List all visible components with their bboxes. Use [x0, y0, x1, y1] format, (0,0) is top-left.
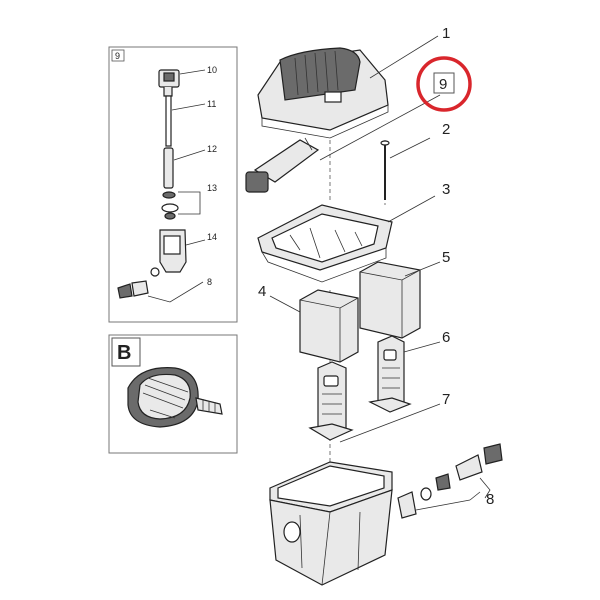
inset-pump-tag-box: [111, 337, 141, 367]
callout-14: 14: [207, 232, 217, 242]
inset-pump: B: [108, 334, 238, 454]
red-highlight-circle: [416, 56, 472, 112]
quartz-tube-part: [165, 95, 172, 147]
callout-9: 9: [439, 76, 447, 93]
callout-4: 4: [258, 283, 266, 300]
part-2-pin: [380, 140, 390, 200]
callout-12: 12: [207, 144, 217, 154]
base-box: [269, 461, 393, 586]
inset-pump-tag-label: B: [117, 342, 131, 364]
o-ring-part: [162, 191, 176, 199]
lid-indicator: [324, 91, 342, 103]
callout-1: 1: [442, 25, 450, 42]
uv-bulb-part: [163, 147, 174, 189]
inset-frame: [108, 46, 238, 323]
pump-grille-part: [137, 373, 191, 420]
inset-uv-clarifier-detail: 9 10 11 12 13 14 8: [108, 46, 238, 323]
callout-3: 3: [442, 181, 450, 198]
part-5-sponge: [359, 261, 421, 339]
inset-tag-box: [111, 49, 125, 62]
part-4-sponge: [299, 289, 359, 363]
callout-9-highlight: 9: [416, 56, 472, 112]
uv-cap-detail: [163, 72, 175, 82]
seal-ring-part: [164, 212, 176, 220]
callout-11: 11: [207, 99, 216, 109]
uv-cap-stem: [163, 87, 173, 97]
callout-9-box: [433, 72, 455, 94]
callout-13: 13: [207, 183, 217, 193]
part-1-lid: [257, 47, 389, 139]
callout-8: 8: [486, 491, 494, 508]
inset-pump-frame: [108, 334, 238, 454]
callout-inset-8: 8: [207, 277, 212, 287]
part-6-holder: [368, 335, 412, 413]
part-7-holder: [308, 361, 354, 441]
callout-2: 2: [442, 121, 450, 138]
callout-5: 5: [442, 249, 450, 266]
callout-6: 6: [442, 329, 450, 346]
inset-ring-part: [150, 267, 160, 277]
washer-part: [161, 203, 179, 213]
hose-tail-part: [117, 283, 133, 299]
hose-nut-part: [131, 280, 149, 297]
inset-tag-label: 9: [115, 51, 120, 61]
part-9-uv-unit: [245, 137, 320, 193]
part-8-connectors: [397, 443, 503, 519]
callout-7: 7: [442, 391, 450, 408]
uv-housing-window: [163, 235, 181, 255]
callout-10: 10: [207, 65, 217, 75]
part-3-tray: [257, 204, 393, 283]
